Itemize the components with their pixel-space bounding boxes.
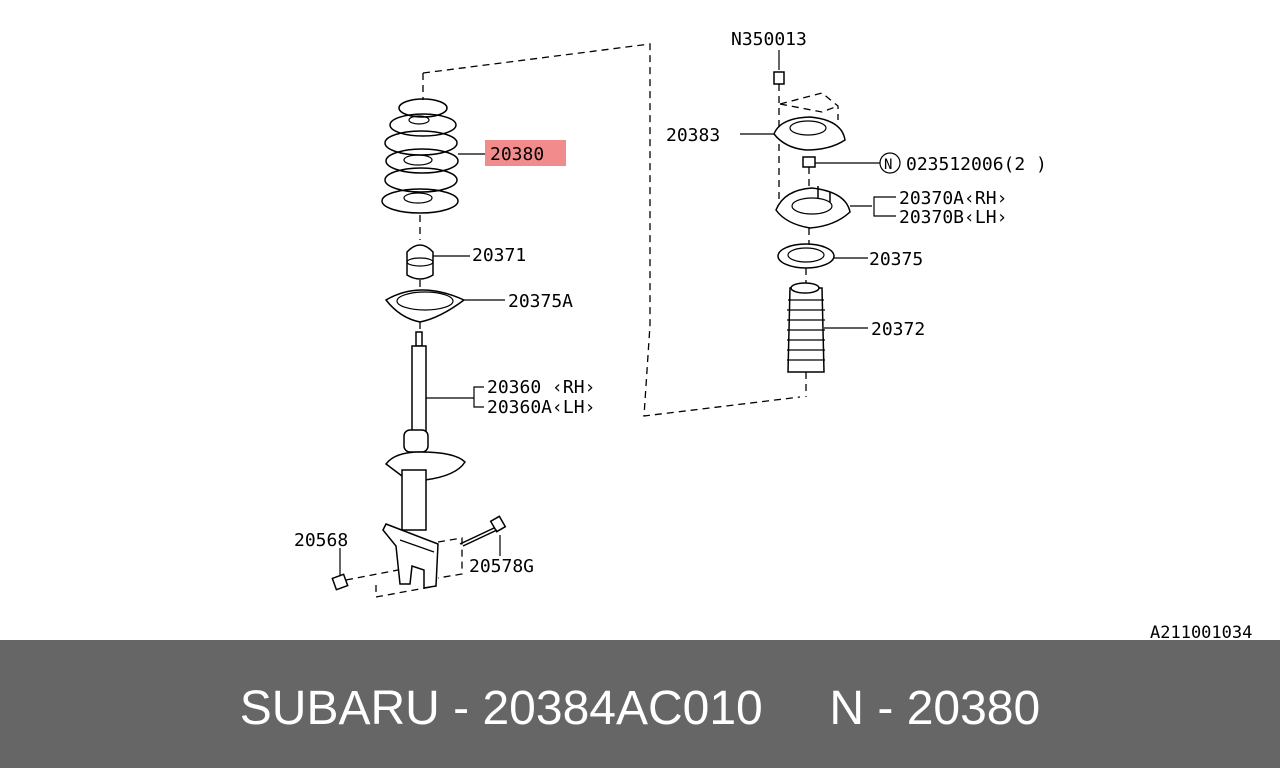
label-20360a-lh[interactable]: 20360A‹LH›	[487, 397, 595, 418]
label-20372[interactable]: 20372	[871, 319, 925, 340]
label-20370b-lh[interactable]: 20370B‹LH›	[899, 207, 1007, 228]
label-20383[interactable]: 20383	[666, 125, 720, 146]
nut-n350013-part[interactable]	[773, 71, 785, 200]
label-20371[interactable]: 20371	[472, 245, 526, 266]
nut-20568-part[interactable]	[331, 573, 349, 591]
footer-bar: SUBARU - 20384AC010 N - 20380	[0, 640, 1280, 768]
assembly-outline	[422, 43, 801, 417]
footer-title: SUBARU - 20384AC010 N - 20380	[239, 682, 1041, 735]
label-20568[interactable]: 20568	[294, 530, 348, 551]
label-20375a[interactable]: 20375A	[508, 291, 573, 312]
nut-023512006-part[interactable]	[802, 156, 816, 190]
strut-mount-part[interactable]	[775, 186, 851, 244]
label-20380[interactable]: 20380	[490, 144, 544, 165]
bump-stopper-part[interactable]	[406, 244, 434, 292]
dust-boot-part[interactable]	[787, 282, 825, 397]
bolt-20578g-part[interactable]	[459, 515, 507, 547]
label-20578g[interactable]: 20578G	[469, 556, 534, 577]
label-023512006[interactable]: 023512006(2 )	[906, 154, 1047, 175]
coil-spring-part[interactable]	[381, 73, 459, 240]
leader-lines	[339, 50, 896, 576]
spring-seat-part[interactable]	[384, 289, 466, 338]
label-20370a-rh[interactable]: 20370A‹RH›	[899, 188, 1007, 209]
label-n350013[interactable]: N350013	[731, 29, 807, 50]
highlight-box	[485, 140, 566, 166]
n-marker-circle	[879, 152, 901, 174]
strut-part[interactable]	[382, 331, 466, 589]
label-20360-rh[interactable]: 20360 ‹RH›	[487, 377, 595, 398]
parts-diagram: 20380 20371 20375A 20360 ‹RH› 20360A‹LH›…	[294, 29, 1252, 640]
label-20375[interactable]: 20375	[869, 249, 923, 270]
label-n-marker: N	[884, 157, 892, 173]
diagram-code: A211001034	[1150, 623, 1252, 640]
bearing-20375-part[interactable]	[777, 243, 835, 284]
cap-20383-part[interactable]	[773, 92, 846, 151]
